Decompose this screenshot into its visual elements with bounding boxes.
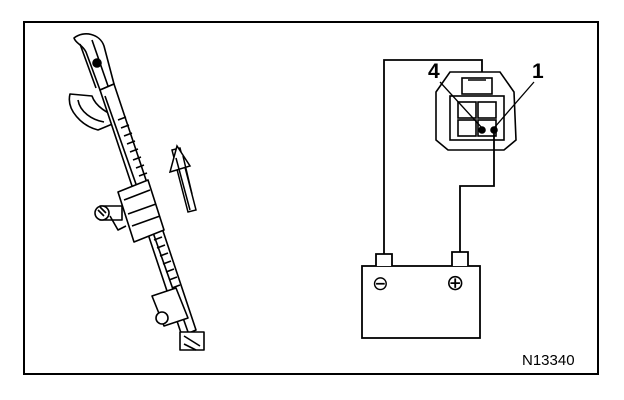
motor-connector <box>435 71 517 151</box>
test-leads <box>383 59 495 264</box>
window-regulator-drawing <box>68 33 205 351</box>
battery-negative-symbol: ⊖ <box>372 273 389 295</box>
terminal-4-label: 4 <box>428 60 440 83</box>
terminal-leaders <box>439 81 535 129</box>
figure-frame <box>23 21 599 375</box>
up-arrow-icon <box>168 144 197 213</box>
battery <box>361 251 481 339</box>
figure-code: N13340 <box>522 352 575 369</box>
terminal-1-label: 1 <box>532 60 544 83</box>
battery-positive-symbol: ⊕ <box>446 270 465 295</box>
